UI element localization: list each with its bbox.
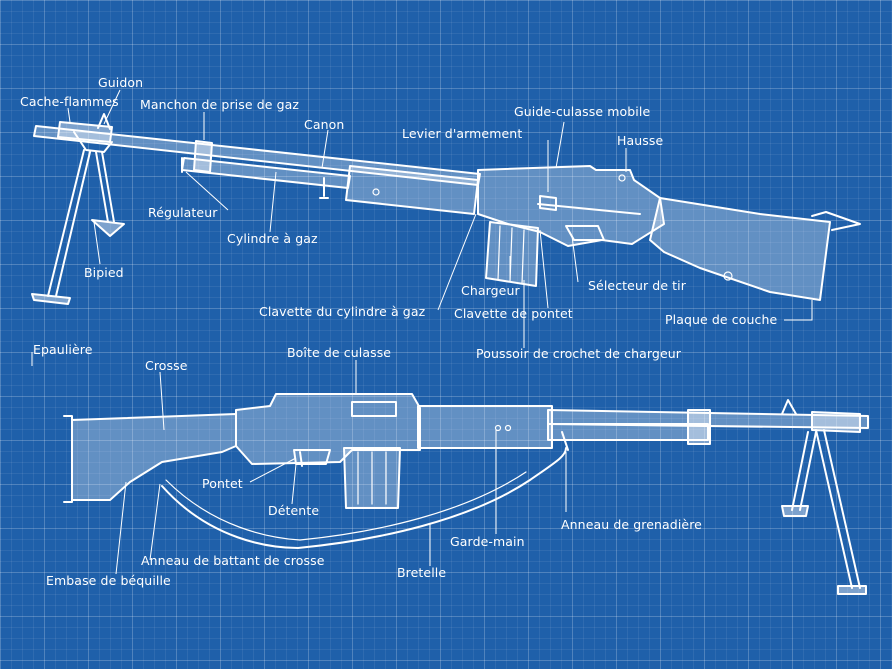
label-cache-flammes: Cache-flammes [20,94,119,109]
label-regulateur: Régulateur [148,205,218,220]
bottom-ejection-slot [351,401,397,417]
bottom-handguard-rivet-1 [494,424,502,432]
label-manchon: Manchon de prise de gaz [140,97,300,112]
top-charging-handle [539,195,557,211]
leader-lines [31,89,813,575]
bottom-bipod-foot-front [837,585,867,595]
top-cylinder-pin [319,177,329,199]
bottom-rifle [63,393,869,595]
top-handguard-rivet [372,188,380,196]
top-butt-plate [811,211,861,231]
label-embase: Embase de béquille [46,573,171,588]
bottom-trigger-guard [293,449,331,465]
label-plaque: Plaque de couche [665,312,778,327]
bottom-bipod-leg-rear [791,431,817,511]
top-sling-swivel [723,271,733,281]
top-trigger-guard [565,225,605,241]
label-crosse: Crosse [145,358,188,373]
bottom-handguard-rivet-2 [504,424,512,432]
label-chargeur: Chargeur [461,283,520,298]
label-cylindre: Cylindre à gaz [227,231,318,246]
top-handguard [345,165,479,215]
bottom-magazine-ribs [357,451,387,505]
label-guide-culasse: Guide-culasse mobile [514,104,651,119]
label-hausse: Hausse [617,133,664,148]
bottom-sling-inner [165,471,527,541]
top-rifle [31,113,861,305]
label-guidon: Guidon [98,75,144,90]
top-bipod-foot-left [31,293,71,305]
label-epauliere: Epaulière [33,342,93,357]
bottom-grenadier-ring [561,431,569,451]
label-detente: Détente [268,503,320,518]
bottom-front-sight [781,399,797,415]
bottom-bipod-leg-front [815,429,861,589]
bottom-butt-plate [63,415,73,503]
bottom-barrel [547,409,869,429]
bottom-sling [161,447,567,549]
bottom-gas-cylinder [547,423,709,441]
label-clavette-pontet: Clavette de pontet [454,306,573,321]
bottom-receiver [235,393,421,465]
label-clavette-cylindre: Clavette du cylindre à gaz [259,304,426,319]
label-selecteur: Sélecteur de tir [588,278,686,293]
top-front-sight [97,113,111,130]
label-canon: Canon [304,117,345,132]
label-bipied: Bipied [84,265,124,280]
top-bipod-clamp [73,131,113,153]
top-gas-block [193,140,213,173]
top-bipod-foot-right [91,219,125,237]
label-levier: Levier d'armement [402,126,523,141]
bottom-handguard [417,405,553,449]
label-anneau-grenadiere: Anneau de grenadière [561,517,702,532]
label-boite: Boîte de culasse [287,345,392,360]
bottom-gas-block [687,409,711,445]
label-pontet: Pontet [202,476,243,491]
bottom-bipod-foot-rear [781,505,809,517]
label-garde-main: Garde-main [450,534,525,549]
label-anneau-battant: Anneau de battant de crosse [141,553,325,568]
top-rear-sight-dot [618,174,626,182]
label-bretelle: Bretelle [397,565,447,580]
top-bipod-leg-left [47,149,91,297]
label-poussoir: Poussoir de crochet de chargeur [476,346,682,361]
top-stock [649,197,831,301]
top-bipod-leg-right [95,151,115,223]
bottom-flash-hider [811,411,861,433]
bottom-trigger [299,451,303,467]
